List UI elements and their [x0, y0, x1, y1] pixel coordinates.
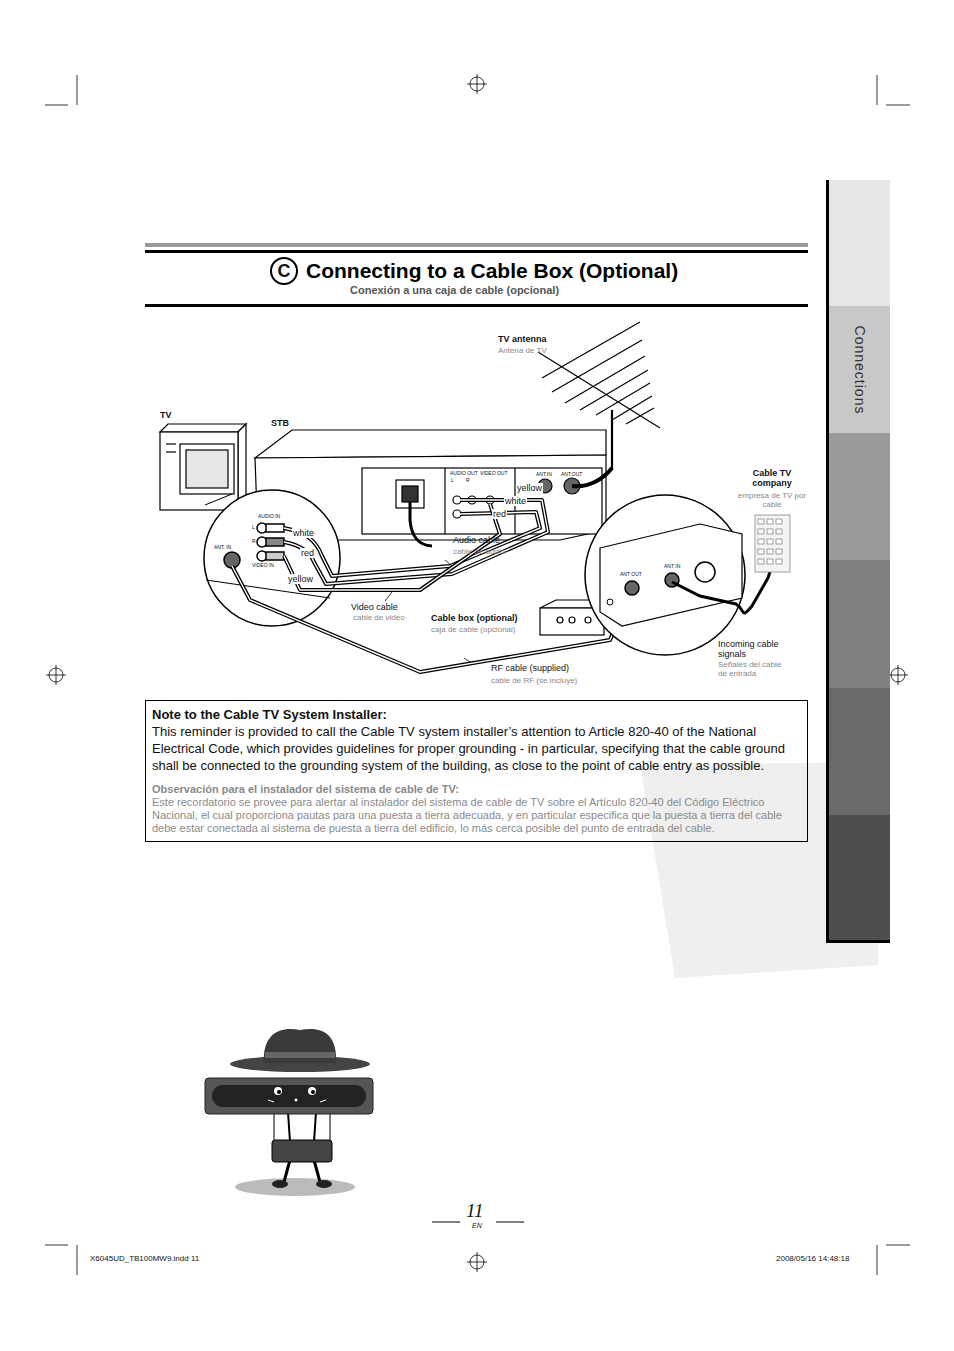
- diagram-label: cable de RF (se incluye): [491, 676, 577, 685]
- diagram-label: red: [300, 548, 315, 558]
- note-box: Note to the Cable TV System Installer:Th…: [145, 700, 808, 842]
- diagram-label: R: [252, 539, 256, 545]
- diagram-label: Señales del cable de entrada: [718, 660, 792, 678]
- diagram-label: L: [252, 525, 255, 531]
- tv-jack-zoom: [204, 490, 340, 626]
- diagram-label: AUDIO IN: [258, 514, 280, 520]
- section-tab: Connections: [829, 306, 890, 433]
- diagram-label: Cable TV company: [740, 468, 804, 489]
- node-text: Note to the Cable TV System Installer:: [152, 706, 801, 723]
- section-badge: C: [270, 257, 298, 285]
- diagram-label: Antena de TV: [498, 346, 547, 355]
- diagram-label: L: [451, 478, 454, 484]
- diagram-label: 2008/05/16 14:48:18: [776, 1254, 849, 1263]
- diagram-label: white: [504, 496, 527, 506]
- diagram-label: ANT.OUT: [561, 472, 582, 478]
- diagram-label: ANT. IN: [214, 545, 231, 551]
- diagram-label: X6045UD_TB100MW9.indd 11: [90, 1254, 199, 1263]
- node-text: Observación para el instalador del siste…: [152, 782, 801, 796]
- diagram-label: 11: [466, 1200, 484, 1222]
- cables: [232, 500, 628, 672]
- diagram-label: ANT.IN: [536, 472, 552, 478]
- diagram-label: EN: [472, 1222, 482, 1230]
- header-rules: [145, 243, 808, 307]
- diagram-label: Conexión a una caja de cable (opcional): [350, 284, 559, 297]
- diagram-label: cable de video: [353, 613, 405, 622]
- node-text: Connections: [852, 325, 868, 414]
- diagram-label: red: [492, 509, 507, 519]
- page-title: Connecting to a Cable Box (Optional): [306, 257, 678, 285]
- diagram-label: Cable box (optional): [431, 613, 518, 623]
- cable-box-zoom: [585, 495, 770, 655]
- sidebar: [826, 180, 890, 943]
- diagram-label: Incoming cable signals: [718, 639, 782, 660]
- diagram-label: TV: [160, 410, 172, 420]
- diagram-label: AUDIO OUT: [450, 471, 478, 477]
- cable-company-building: [755, 515, 790, 572]
- diagram-label: VIDEO IN: [252, 563, 274, 569]
- tv-set: [160, 424, 246, 510]
- diagram-label: Audio cable: [453, 535, 500, 545]
- diagram-label: empresa de TV por cable: [736, 491, 808, 509]
- stb-unit: [255, 430, 612, 546]
- node-text: C: [278, 262, 291, 280]
- diagram-label: cable de audio: [453, 547, 505, 556]
- node-text: Este recordatorio se provee para alertar…: [152, 796, 801, 835]
- node-text: This reminder is provided to call the Ca…: [152, 723, 801, 774]
- diagram-label: yellow: [287, 574, 314, 584]
- diagram-label: caja de cable (opcional): [431, 625, 516, 634]
- diagram-label: yellow: [516, 483, 543, 493]
- crop-marks: [45, 74, 910, 1275]
- diagram-label: VIDEO OUT: [480, 471, 508, 477]
- diagram-label: STB: [271, 418, 289, 428]
- mascot: [205, 1029, 373, 1196]
- diagram-label: RF cable (supplied): [491, 663, 569, 673]
- diagram-label: Video cable: [351, 602, 398, 612]
- diagram-label: ANT IN: [664, 564, 680, 570]
- diagram-label: white: [292, 528, 315, 538]
- diagram-label: TV antenna: [498, 334, 547, 344]
- diagram-label: ANT OUT: [620, 572, 642, 578]
- diagram-label: R: [466, 478, 470, 484]
